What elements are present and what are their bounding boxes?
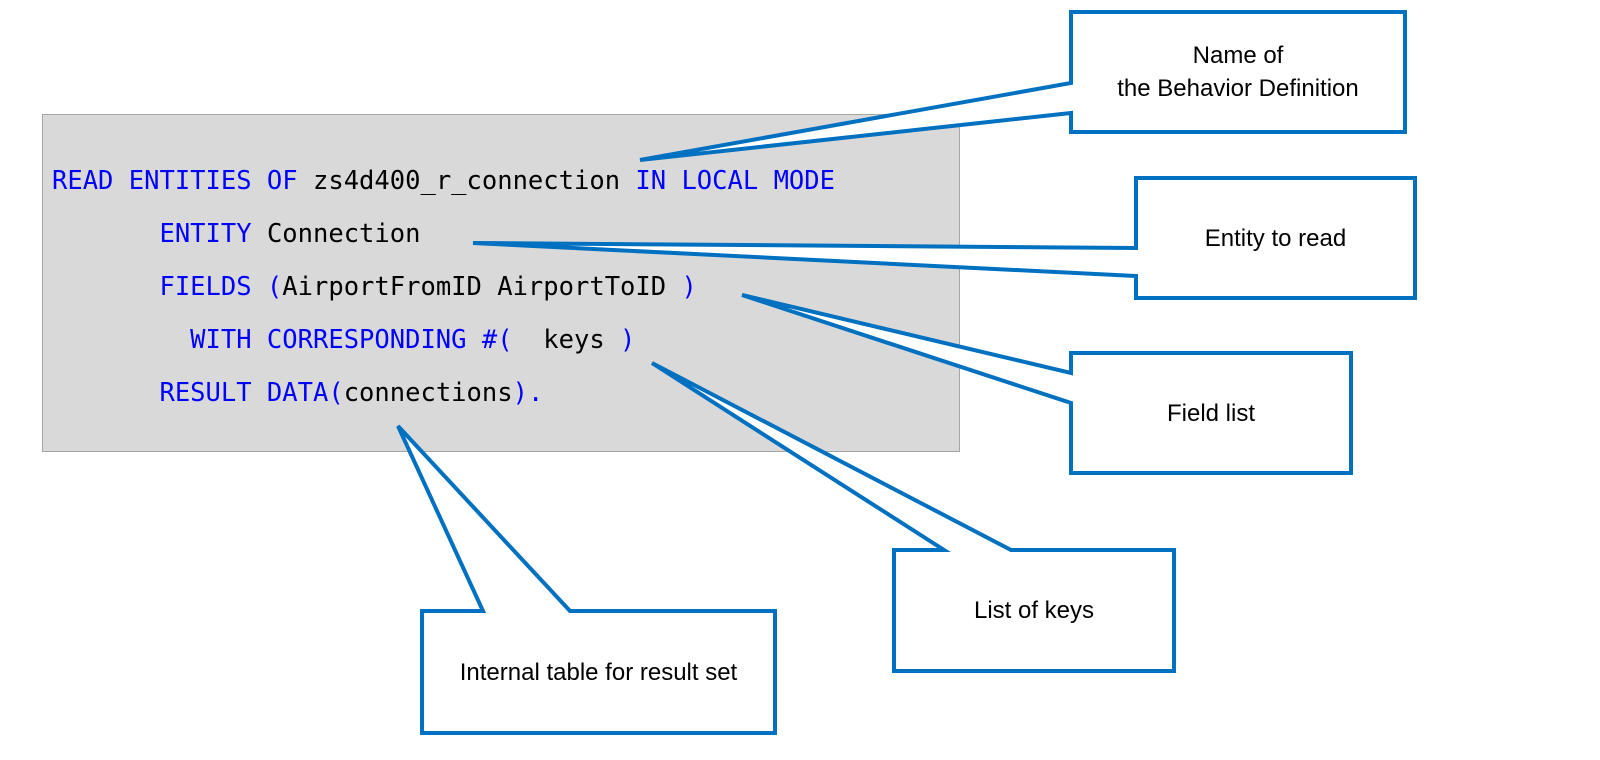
entity-name: Connection xyxy=(266,219,421,249)
callout-keys-label: List of keys xyxy=(894,550,1174,671)
keyword-result-data: RESULT DATA( xyxy=(159,378,344,408)
callout-fields-shape xyxy=(741,293,1353,475)
code-line-fields: FIELDS (AirportFromID AirportToID ) xyxy=(52,272,697,302)
callout-behavior-definition-line2: the Behavior Definition xyxy=(1117,75,1359,102)
code-block xyxy=(42,114,960,452)
callout-keys-shape xyxy=(650,361,1176,673)
callout-behavior-definition-line1: Name of xyxy=(1192,42,1284,69)
callout-keys-text: List of keys xyxy=(973,597,1095,624)
callout-behavior-definition-label: Name of the Behavior Definition xyxy=(1071,12,1405,132)
keyword-read-entities-of: READ ENTITIES OF xyxy=(52,166,313,196)
fields-close-paren: ) xyxy=(666,272,697,302)
result-close-period: ). xyxy=(512,378,544,408)
callout-behavior-definition-shape xyxy=(639,10,1407,162)
keyword-entity: ENTITY xyxy=(159,219,267,249)
keys-variable: keys xyxy=(512,325,605,355)
callout-fields-label: Field list xyxy=(1071,353,1351,473)
keyword-in-local-mode: IN LOCAL MODE xyxy=(620,166,835,196)
callout-entity-shape xyxy=(472,176,1417,300)
callout-entity-label: Entity to read xyxy=(1136,178,1415,298)
field-list: AirportFromID AirportToID xyxy=(282,272,667,302)
code-line-result: RESULT DATA(connections). xyxy=(52,378,543,408)
corresponding-close-paren: ) xyxy=(604,325,636,355)
callout-entity-text: Entity to read xyxy=(1204,224,1347,252)
callout-result-shape xyxy=(396,424,777,735)
callout-result-label: Internal table for result set xyxy=(422,611,775,733)
callout-result-text: Internal table for result set xyxy=(459,658,738,686)
callout-fields-text: Field list xyxy=(1166,399,1256,427)
keyword-with-corresponding: WITH CORRESPONDING #( xyxy=(190,325,513,355)
keyword-fields: FIELDS ( xyxy=(159,272,283,302)
code-line-with-corresponding: WITH CORRESPONDING #( keys ) xyxy=(52,325,635,355)
code-line-read-entities: READ ENTITIES OF zs4d400_r_connection IN… xyxy=(52,166,835,196)
result-table-name: connections xyxy=(343,378,513,408)
behavior-definition-name: zs4d400_r_connection xyxy=(313,166,621,196)
code-line-entity: ENTITY Connection xyxy=(52,219,420,249)
